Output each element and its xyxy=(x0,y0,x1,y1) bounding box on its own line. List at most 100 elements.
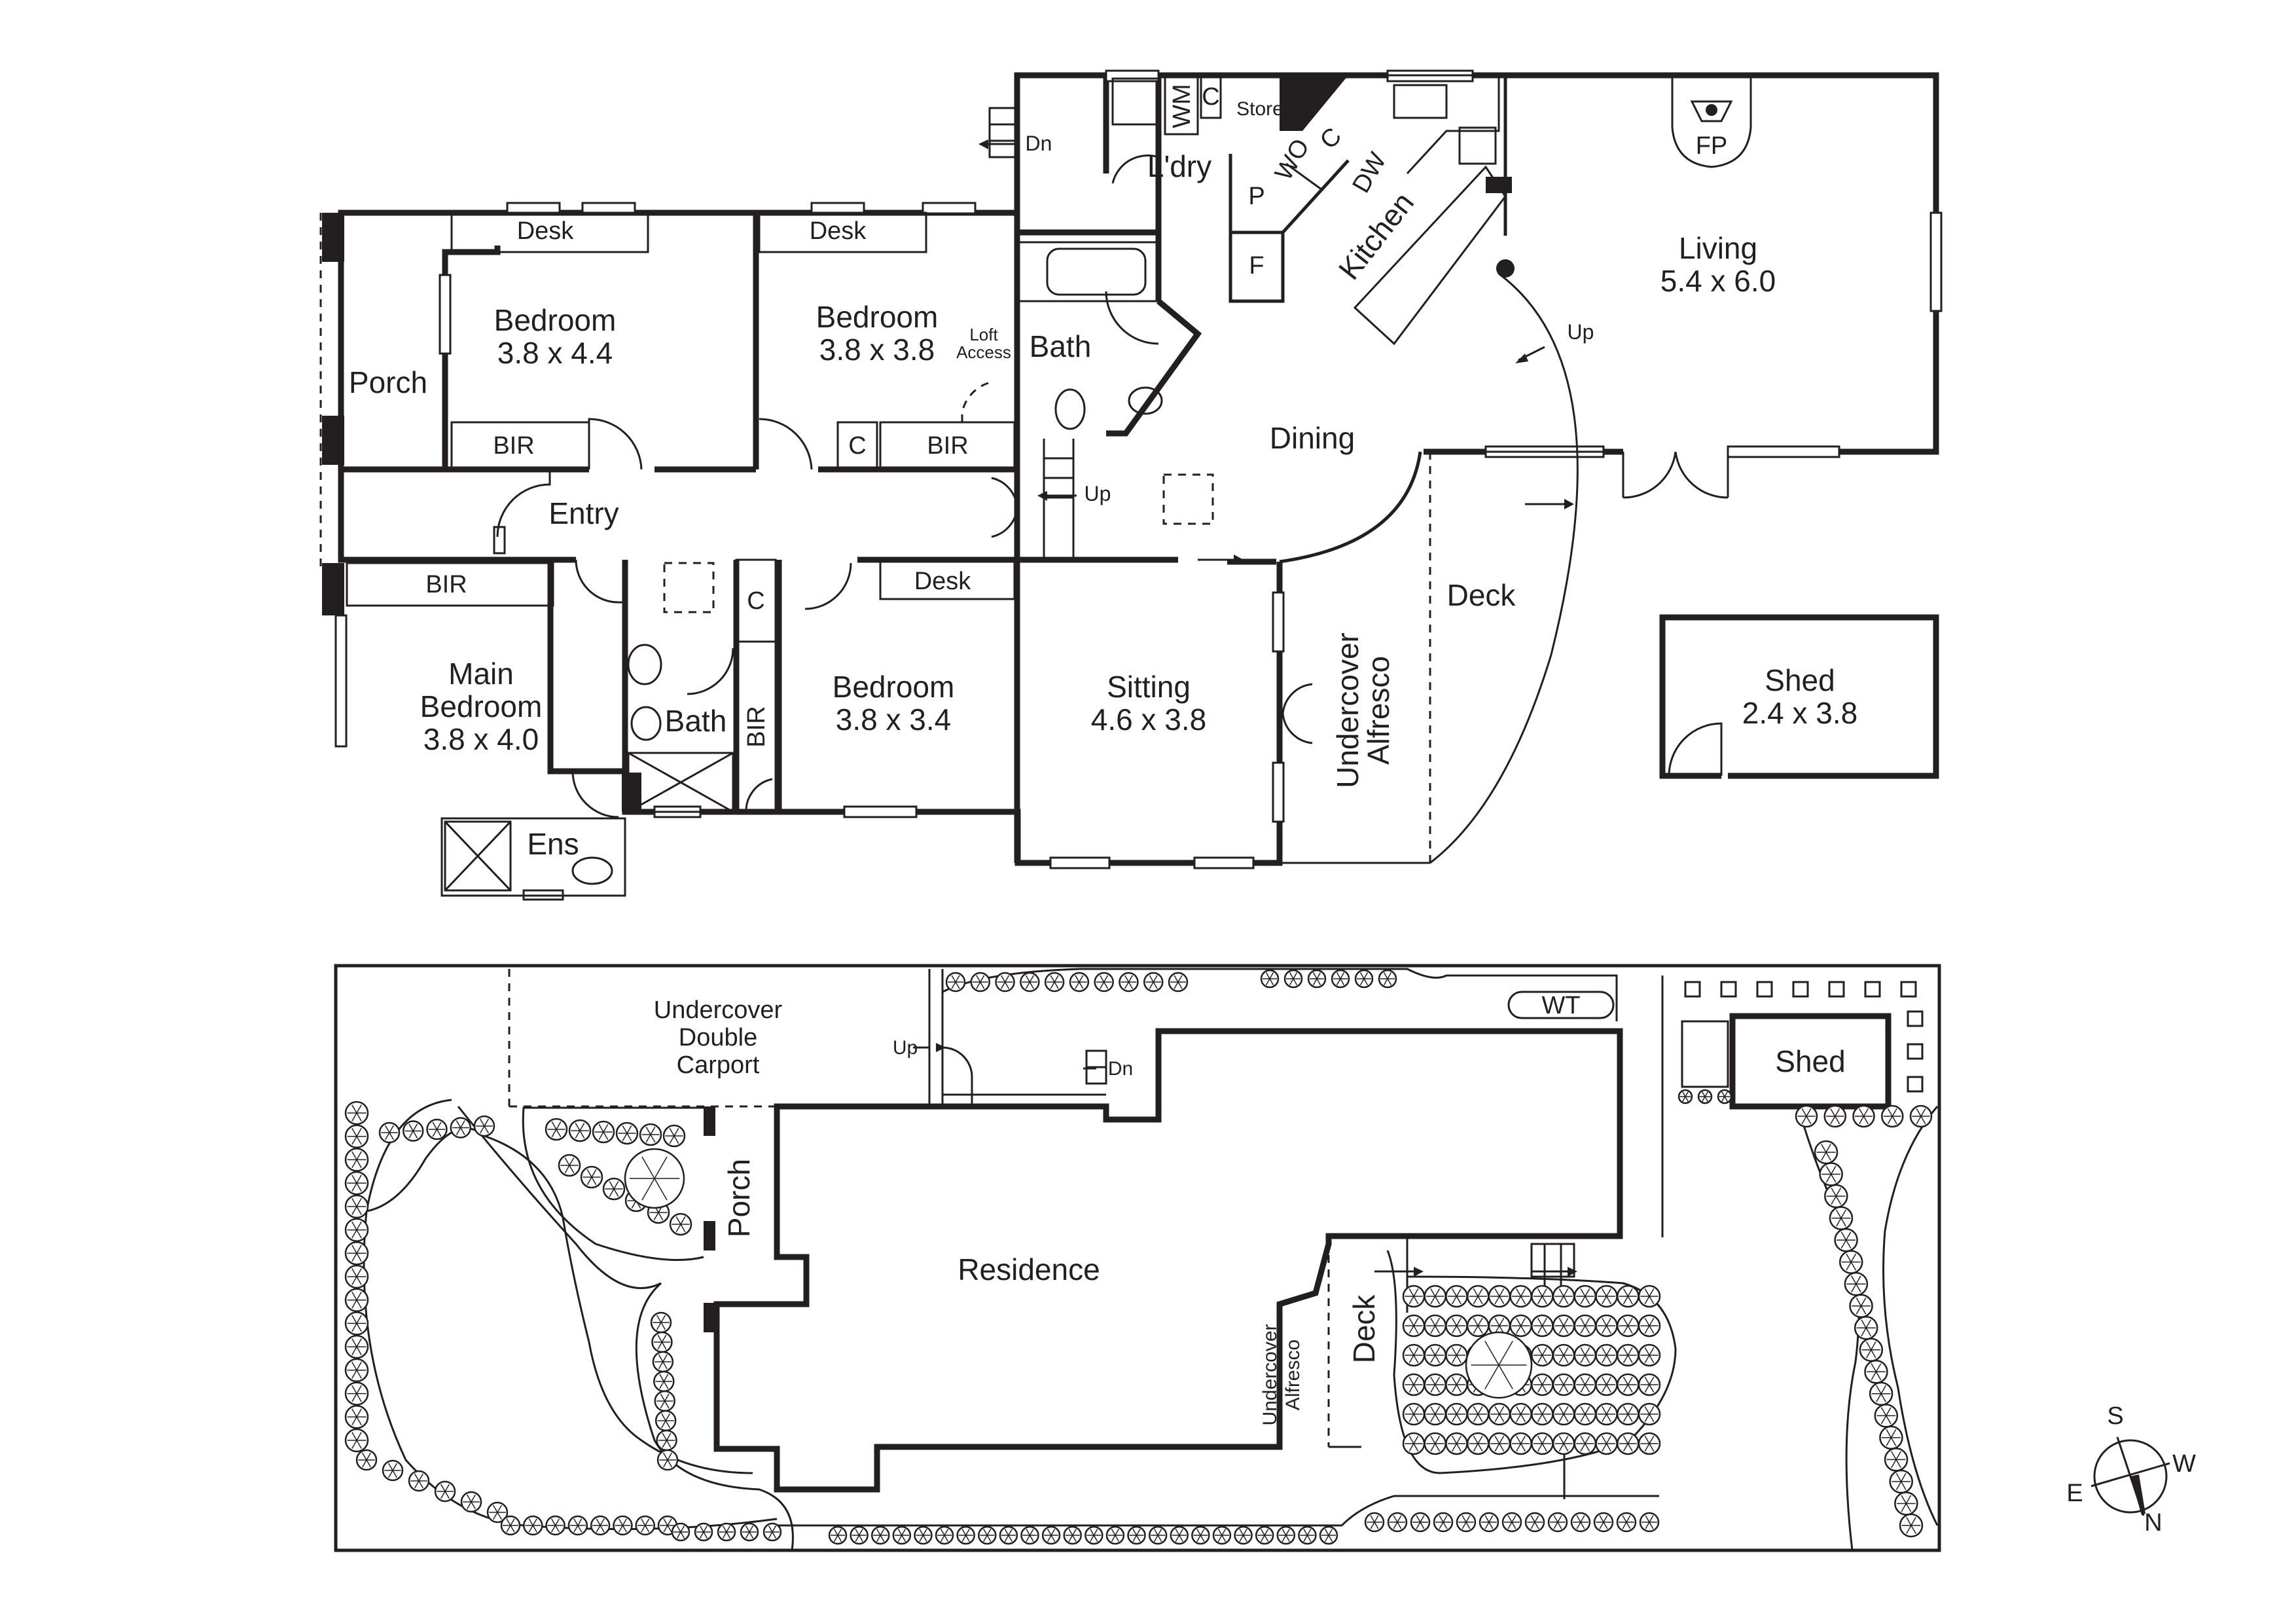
shrub xyxy=(651,1331,673,1353)
label-loft-2: Access xyxy=(956,342,1011,362)
shrub xyxy=(1307,969,1327,989)
shrub xyxy=(999,1525,1018,1545)
label-sitting: Sitting xyxy=(1107,670,1191,704)
shrub xyxy=(1069,972,1090,993)
door-double[interactable] xyxy=(991,477,1018,538)
door[interactable] xyxy=(759,418,813,470)
label-store: Store xyxy=(1236,98,1283,120)
shrub xyxy=(1402,1432,1426,1455)
door[interactable] xyxy=(745,778,773,812)
basin xyxy=(630,706,662,741)
shrub xyxy=(1105,1525,1125,1545)
label-bath-upper: Bath xyxy=(1030,329,1092,363)
garden-edge xyxy=(777,1495,1659,1527)
shrub xyxy=(580,1165,603,1189)
shrub xyxy=(1234,1525,1253,1545)
shrub xyxy=(1354,969,1374,989)
floor-plan: Porch Bedroom 3.8 x 4.4 Bedroom 3.8 x 3.… xyxy=(319,69,1943,901)
label-dw: DW xyxy=(1348,148,1392,198)
label-kitchen: Kitchen xyxy=(1332,186,1420,286)
shrub xyxy=(1638,1402,1661,1426)
shrub xyxy=(1378,969,1397,989)
label-wm: WM xyxy=(1168,84,1196,128)
shrub xyxy=(403,1120,424,1142)
label-site-shed: Shed xyxy=(1775,1044,1845,1078)
shrub xyxy=(1852,1104,1875,1128)
door[interactable] xyxy=(1105,291,1159,345)
shrub xyxy=(1617,1402,1640,1426)
fence-line xyxy=(942,968,1618,1021)
cupboard xyxy=(1200,74,1222,119)
shrub xyxy=(740,1522,759,1542)
shrub xyxy=(1260,969,1280,989)
shrub xyxy=(956,1525,975,1545)
porch-pillar-mid xyxy=(322,416,344,465)
shrub xyxy=(1829,1206,1854,1230)
door[interactable] xyxy=(687,647,734,695)
label-cupboard: C xyxy=(747,587,764,615)
shrub xyxy=(473,1115,495,1137)
door[interactable] xyxy=(588,418,643,470)
label-bir: BIR xyxy=(493,432,534,460)
label-bedroom3: Bedroom xyxy=(833,670,955,704)
shrub xyxy=(624,1148,685,1209)
door[interactable] xyxy=(575,559,625,604)
shrub xyxy=(850,1525,869,1545)
label-shed: Shed xyxy=(1765,663,1835,697)
shrub xyxy=(1127,1525,1146,1545)
door-double[interactable] xyxy=(1282,683,1313,744)
label-living: Living xyxy=(1679,231,1757,265)
shrub xyxy=(653,1370,675,1393)
shrub xyxy=(1170,1525,1189,1545)
shrub xyxy=(1531,1285,1554,1308)
fireplace xyxy=(1671,75,1752,168)
post xyxy=(1496,259,1515,278)
shrub xyxy=(1595,1373,1618,1396)
shrub xyxy=(1697,1089,1713,1104)
label-bir: BIR xyxy=(425,571,467,598)
shrub xyxy=(1595,1402,1618,1426)
door[interactable] xyxy=(1668,722,1723,776)
shrub xyxy=(1488,1402,1511,1426)
shrub xyxy=(1276,1525,1296,1545)
shrub xyxy=(1824,1184,1848,1209)
shrub xyxy=(1874,1404,1899,1428)
shrub xyxy=(1638,1343,1661,1367)
label-up: Up xyxy=(1085,482,1111,505)
shrub xyxy=(1531,1314,1554,1338)
shrub xyxy=(344,1171,369,1195)
door-double[interactable] xyxy=(1622,451,1729,499)
shrub xyxy=(762,1522,782,1542)
shrub xyxy=(344,1218,369,1242)
shrub xyxy=(1638,1285,1661,1308)
shrub xyxy=(1552,1373,1575,1396)
compass-north: N xyxy=(2144,1509,2162,1537)
shrub xyxy=(1020,1525,1039,1545)
shrub xyxy=(1119,972,1139,993)
fireplace-dot xyxy=(1706,104,1717,116)
shrub xyxy=(1501,1512,1522,1533)
bir xyxy=(879,421,1016,469)
label-site-up: Up xyxy=(893,1037,918,1059)
label-main-bedroom-2: Bedroom xyxy=(420,689,543,723)
size-main-bedroom: 3.8 x 4.0 xyxy=(423,722,539,756)
cooktop-sink xyxy=(1393,84,1448,119)
shrub xyxy=(408,1470,430,1492)
size-shed: 2.4 x 3.8 xyxy=(1742,696,1857,730)
shrub xyxy=(635,1515,655,1536)
site-boundary xyxy=(334,964,1941,1552)
door[interactable] xyxy=(571,771,619,818)
shrub xyxy=(1283,969,1303,989)
shrub xyxy=(1424,1373,1446,1396)
carport-door[interactable] xyxy=(942,1046,973,1106)
window xyxy=(1272,761,1285,823)
door[interactable] xyxy=(804,562,852,610)
shrub xyxy=(1894,1491,1918,1516)
shrub xyxy=(1881,1104,1904,1128)
door[interactable] xyxy=(1111,155,1159,184)
shrub xyxy=(1819,1162,1843,1186)
shed-wall xyxy=(1659,614,1939,779)
door[interactable] xyxy=(496,469,551,538)
ensuite-outline xyxy=(440,817,626,897)
